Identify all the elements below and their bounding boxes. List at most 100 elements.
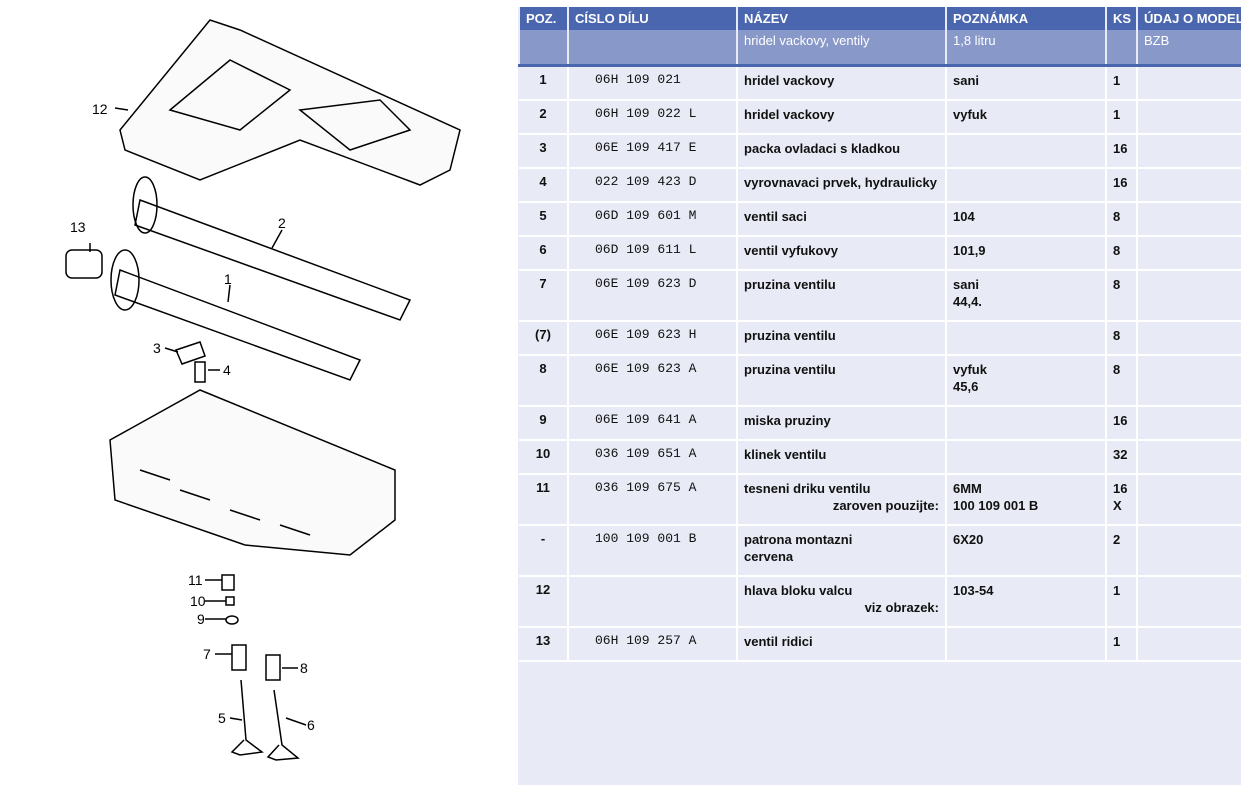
note-text-2: 100 109 001 B <box>953 497 1039 513</box>
cell-note: vyfuk <box>945 99 1106 135</box>
name-text: ventil vyfukovy <box>744 242 838 258</box>
table-row[interactable]: 6 06D 109 611 L ventil vyfukovy 101,9 8 <box>519 235 1241 271</box>
name-text: ventil saci <box>744 208 807 224</box>
callout-4: 4 <box>223 362 231 378</box>
cell-poz: 7 <box>519 269 568 322</box>
name-text: hridel vackovy <box>744 106 835 122</box>
callout-10: 10 <box>190 593 206 609</box>
name-suffix: zaroven pouzijte: <box>832 497 939 513</box>
cell-note: 6X20 <box>945 524 1106 577</box>
qty-text-2: X <box>1113 497 1122 513</box>
cell-part-number: 06E 109 623 D <box>567 269 737 322</box>
name-suffix: viz obrazek: <box>864 599 939 615</box>
cell-note <box>945 439 1106 475</box>
cell-model <box>1136 473 1241 526</box>
cell-poz: - <box>519 524 568 577</box>
qty-text: 16 <box>1113 140 1128 156</box>
cell-qty: 1 <box>1105 575 1137 628</box>
cell-qty: 1 <box>1105 99 1137 135</box>
table-row[interactable]: 10 036 109 651 A klinek ventilu 32 <box>519 439 1241 475</box>
name-text: tesneni driku ventilu <box>744 480 871 496</box>
qty-text: 8 <box>1113 208 1121 224</box>
qty-text: 16 <box>1113 174 1128 190</box>
cell-model <box>1136 99 1241 135</box>
camshaft-intake-drawing <box>114 268 362 381</box>
table-row[interactable]: 5 06D 109 601 M ventil saci 104 8 <box>519 201 1241 237</box>
table-row[interactable]: 13 06H 109 257 A ventil ridici 1 <box>519 626 1241 662</box>
cell-note: 104 <box>945 201 1106 237</box>
callout-6: 6 <box>307 717 315 733</box>
cell-poz: 4 <box>519 167 568 203</box>
cell-model <box>1136 269 1241 322</box>
cell-part-number: 06E 109 641 A <box>567 405 737 441</box>
name-text: pruzina ventilu <box>744 327 836 343</box>
cell-name: hlava bloku valcu viz obrazek: <box>736 575 946 628</box>
cell-name: pruzina ventilu <box>736 269 946 322</box>
subheader-note: 1,8 litru <box>945 30 1106 67</box>
qty-text: 32 <box>1113 446 1128 462</box>
cell-model <box>1136 167 1241 203</box>
cell-model <box>1136 575 1241 628</box>
header-poz: POZ. <box>518 7 568 30</box>
cell-model <box>1136 439 1241 475</box>
note-text: 104 <box>953 208 975 224</box>
note-text: 101,9 <box>953 242 986 258</box>
name-text: pruzina ventilu <box>744 276 836 292</box>
cell-qty: 8 <box>1105 201 1137 237</box>
table-header-row: POZ. CÍSLO DÍLU NÁZEV POZNÁMKA KS ÚDAJ O… <box>518 7 1241 30</box>
qty-text: 1 <box>1113 106 1121 122</box>
header-note: POZNÁMKA <box>945 7 1106 30</box>
name-text: ventil ridici <box>744 633 813 649</box>
table-row[interactable]: 4 022 109 423 D vyrovnavaci prvek, hydra… <box>519 167 1241 203</box>
valve-exhaust-drawing <box>266 689 300 761</box>
cell-note <box>945 133 1106 169</box>
cell-note <box>945 320 1106 356</box>
cell-poz: 2 <box>519 99 568 135</box>
cell-model <box>1136 235 1241 271</box>
qty-text: 16 <box>1113 412 1128 428</box>
callout-9: 9 <box>197 611 205 627</box>
name-text: miska pruziny <box>744 412 831 428</box>
cell-name: hridel vackovy <box>736 65 946 101</box>
name-text: pruzina ventilu <box>744 361 836 377</box>
table-row[interactable]: 2 06H 109 022 L hridel vackovy vyfuk 1 <box>519 99 1241 135</box>
qty-text: 16 <box>1113 480 1128 496</box>
table-row[interactable]: 9 06E 109 641 A miska pruziny 16 <box>519 405 1241 441</box>
cell-poz: 1 <box>519 65 568 101</box>
table-row[interactable]: (7) 06E 109 623 H pruzina ventilu 8 <box>519 320 1241 356</box>
cell-qty: 16 <box>1105 167 1137 203</box>
table-row[interactable]: 3 06E 109 417 E packa ovladaci s kladkou… <box>519 133 1241 169</box>
name-text: hlava bloku valcu <box>744 582 853 598</box>
cell-name: ventil ridici <box>736 626 946 662</box>
note-text-2: 45,6 <box>953 378 979 394</box>
cell-name: klinek ventilu <box>736 439 946 475</box>
cell-name: hridel vackovy <box>736 99 946 135</box>
cell-part-number: 06D 109 611 L <box>567 235 737 271</box>
qty-text: 8 <box>1113 361 1121 377</box>
callout-5: 5 <box>218 710 226 726</box>
note-text-2: 103-54 <box>953 582 994 598</box>
cell-model <box>1136 626 1241 662</box>
valve-spring-intake-drawing <box>231 644 247 671</box>
header-part-number: CÍSLO DÍLU <box>567 7 737 30</box>
note-text-2: 44,4. <box>953 293 982 309</box>
qty-text: 8 <box>1113 327 1121 343</box>
qty-text: 1 <box>1113 633 1121 649</box>
cell-poz: 13 <box>519 626 568 662</box>
valve-spring-exhaust-drawing <box>265 654 281 681</box>
subheader-name: hridel vackovy, ventily <box>736 30 946 67</box>
cell-qty: 8 <box>1105 235 1137 271</box>
cell-note: 101,9 <box>945 235 1106 271</box>
cell-note <box>945 167 1106 203</box>
table-subheader-row: hridel vackovy, ventily 1,8 litru BZB <box>518 30 1241 67</box>
table-row[interactable]: 1 06H 109 021 hridel vackovy sani 1 <box>519 65 1241 101</box>
